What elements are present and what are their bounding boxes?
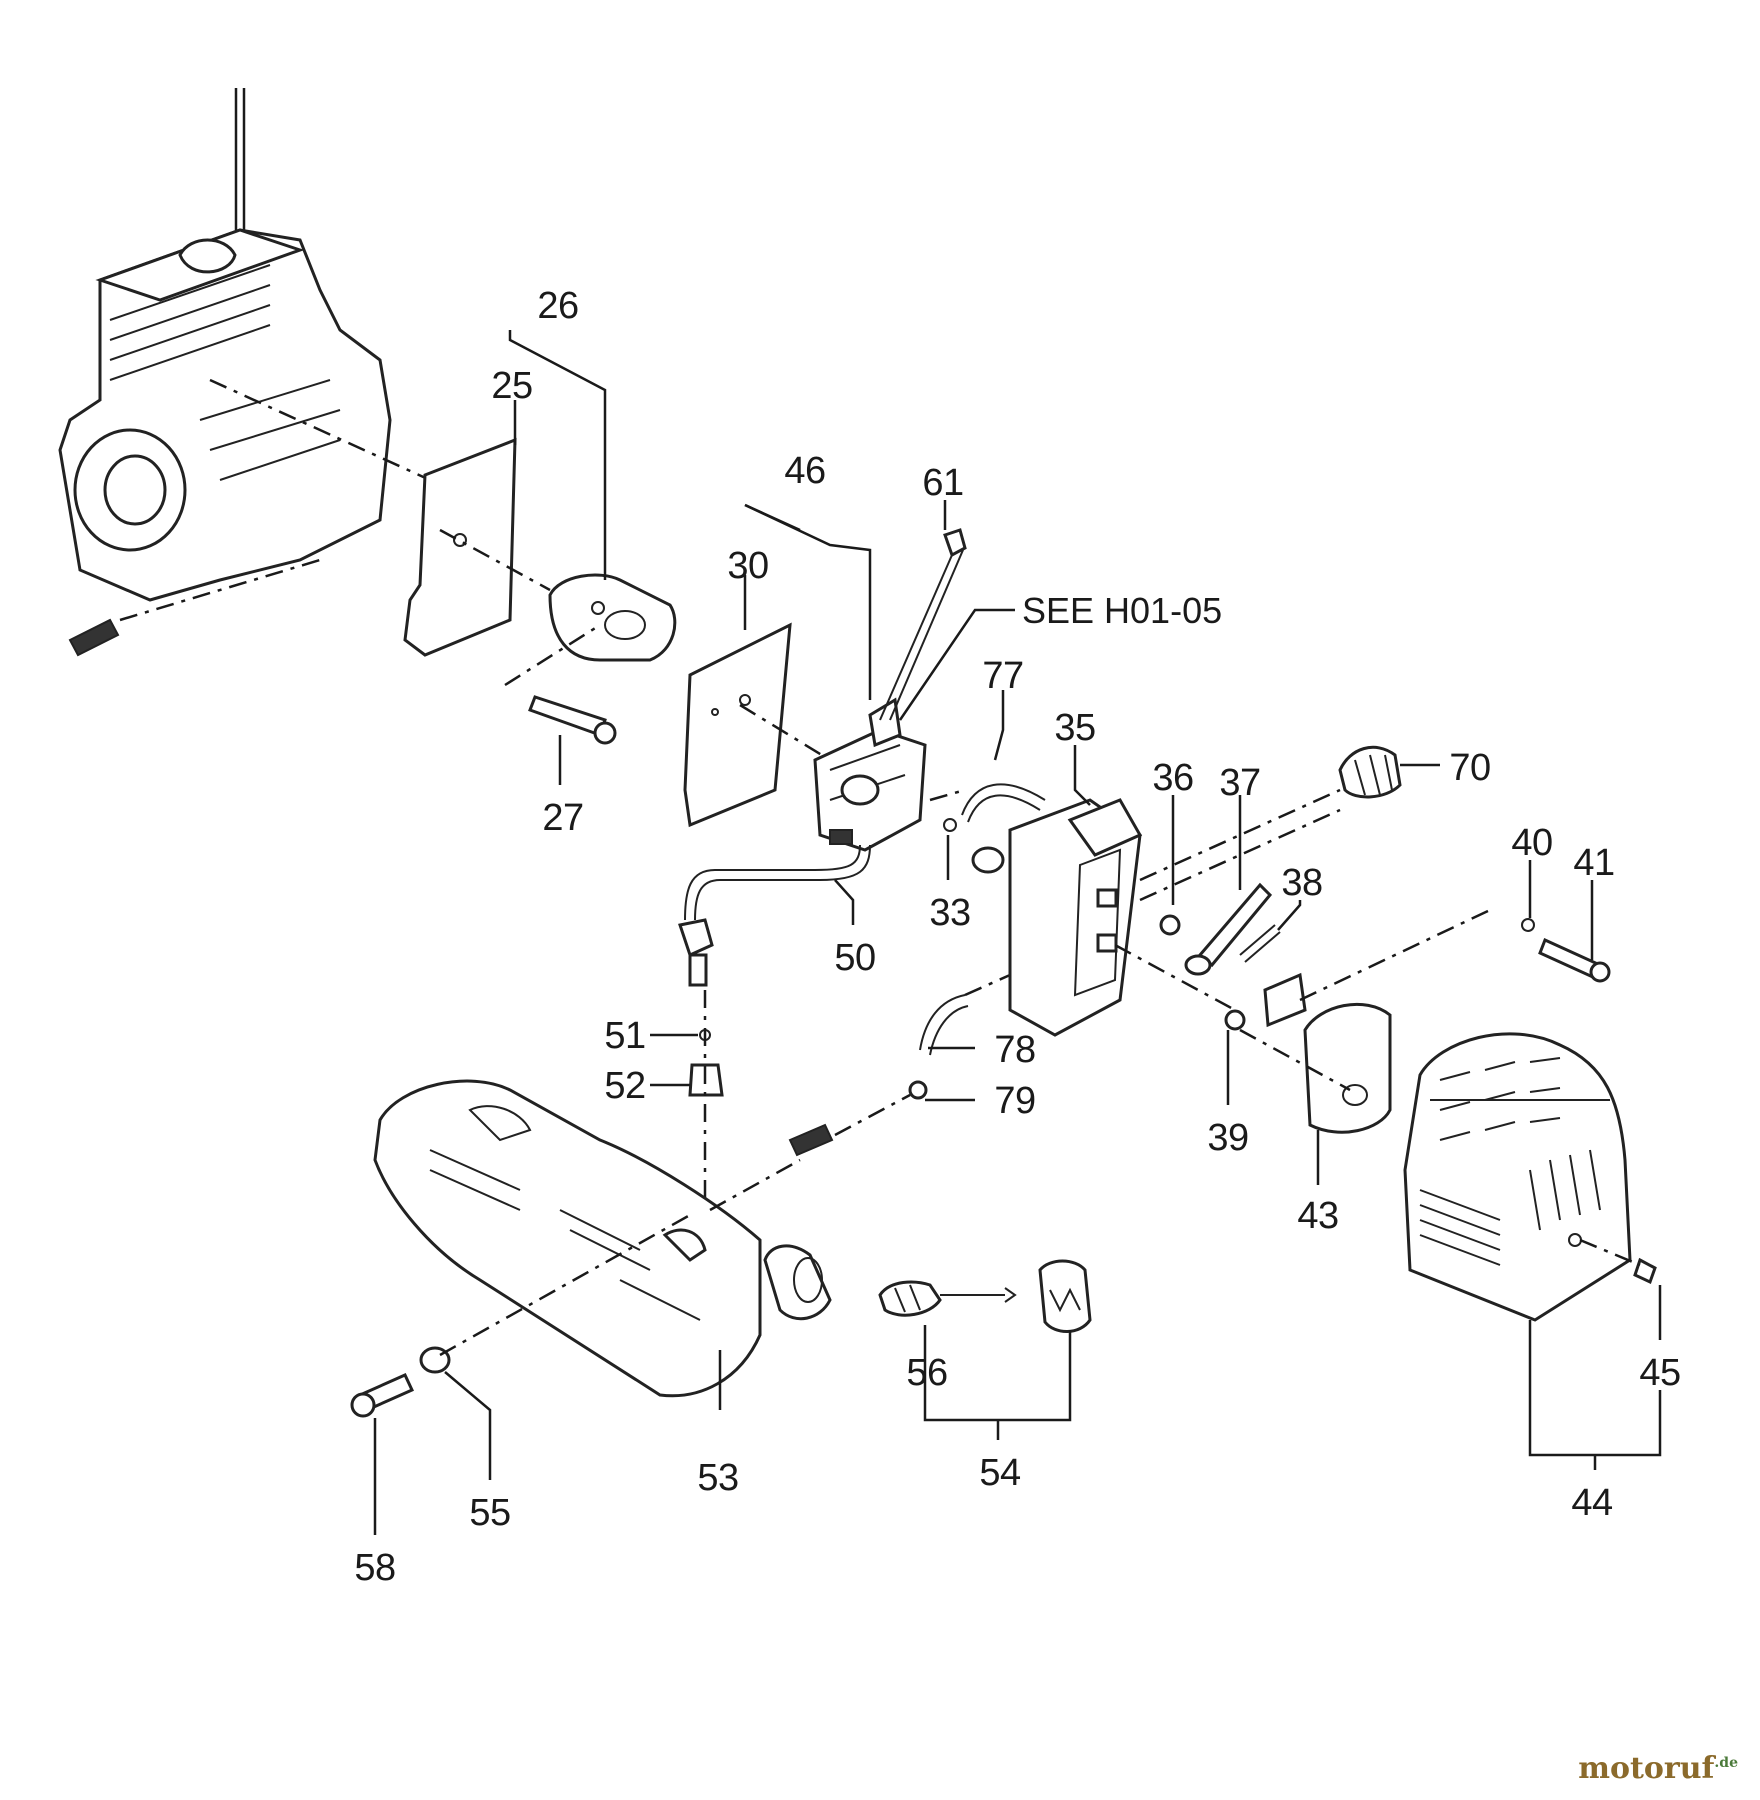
label-55: 55 xyxy=(469,1492,510,1534)
label-70: 70 xyxy=(1449,747,1490,789)
muffler-plate-part xyxy=(1184,882,1281,1031)
fuel-tank-part xyxy=(350,1079,911,1418)
label-41: 41 xyxy=(1573,842,1614,884)
label-26: 26 xyxy=(537,285,578,327)
label-30: 30 xyxy=(727,545,768,587)
insulator-spacer-part xyxy=(504,573,677,745)
label-54: 54 xyxy=(979,1452,1021,1494)
gasket-30-part xyxy=(683,622,831,828)
spark-arrestor-part xyxy=(1338,745,1402,799)
label-40: 40 xyxy=(1511,822,1552,864)
label-43: 43 xyxy=(1297,1195,1338,1237)
label-33: 33 xyxy=(929,892,970,934)
label-79: 79 xyxy=(994,1080,1035,1122)
label-46: 46 xyxy=(784,450,825,492)
label-50: 50 xyxy=(834,937,875,979)
part-number-labels: 26 25 27 46 30 61 77 35 36 37 70 38 40 4… xyxy=(354,285,1681,1589)
leader-lines xyxy=(373,330,1662,1535)
label-61: 61 xyxy=(922,462,963,504)
label-38: 38 xyxy=(1281,862,1322,904)
cylinder-cover-part xyxy=(1403,1032,1657,1322)
label-36: 36 xyxy=(1152,757,1193,799)
see-reference-note: SEE H01-05 xyxy=(1022,590,1222,631)
muffler-part xyxy=(971,788,1341,1037)
watermark-tld-text: .de xyxy=(1714,1755,1738,1771)
label-39: 39 xyxy=(1207,1117,1248,1159)
label-51: 51 xyxy=(604,1015,645,1057)
label-27: 27 xyxy=(542,797,583,839)
label-37: 37 xyxy=(1219,762,1260,804)
watermark-main-text: motoruf xyxy=(1578,1751,1715,1786)
muffler-cover-part xyxy=(1239,908,1611,1134)
carburetor-part xyxy=(813,528,967,852)
motoruf-watermark-logo: motoruf.de xyxy=(1578,1751,1738,1786)
fuel-lines-part xyxy=(678,783,1046,1200)
label-35: 35 xyxy=(1054,707,1095,749)
label-25: 25 xyxy=(491,365,532,407)
label-53: 53 xyxy=(697,1457,738,1499)
label-52: 52 xyxy=(604,1065,645,1107)
label-44: 44 xyxy=(1571,1482,1613,1524)
gasket-25-part xyxy=(403,437,551,657)
label-45: 45 xyxy=(1639,1352,1680,1394)
label-77: 77 xyxy=(982,655,1023,697)
engine-block-part xyxy=(58,88,431,657)
fuel-filter-part xyxy=(878,1259,1092,1333)
label-78: 78 xyxy=(994,1029,1035,1071)
label-56: 56 xyxy=(906,1352,947,1394)
label-58: 58 xyxy=(354,1547,395,1589)
